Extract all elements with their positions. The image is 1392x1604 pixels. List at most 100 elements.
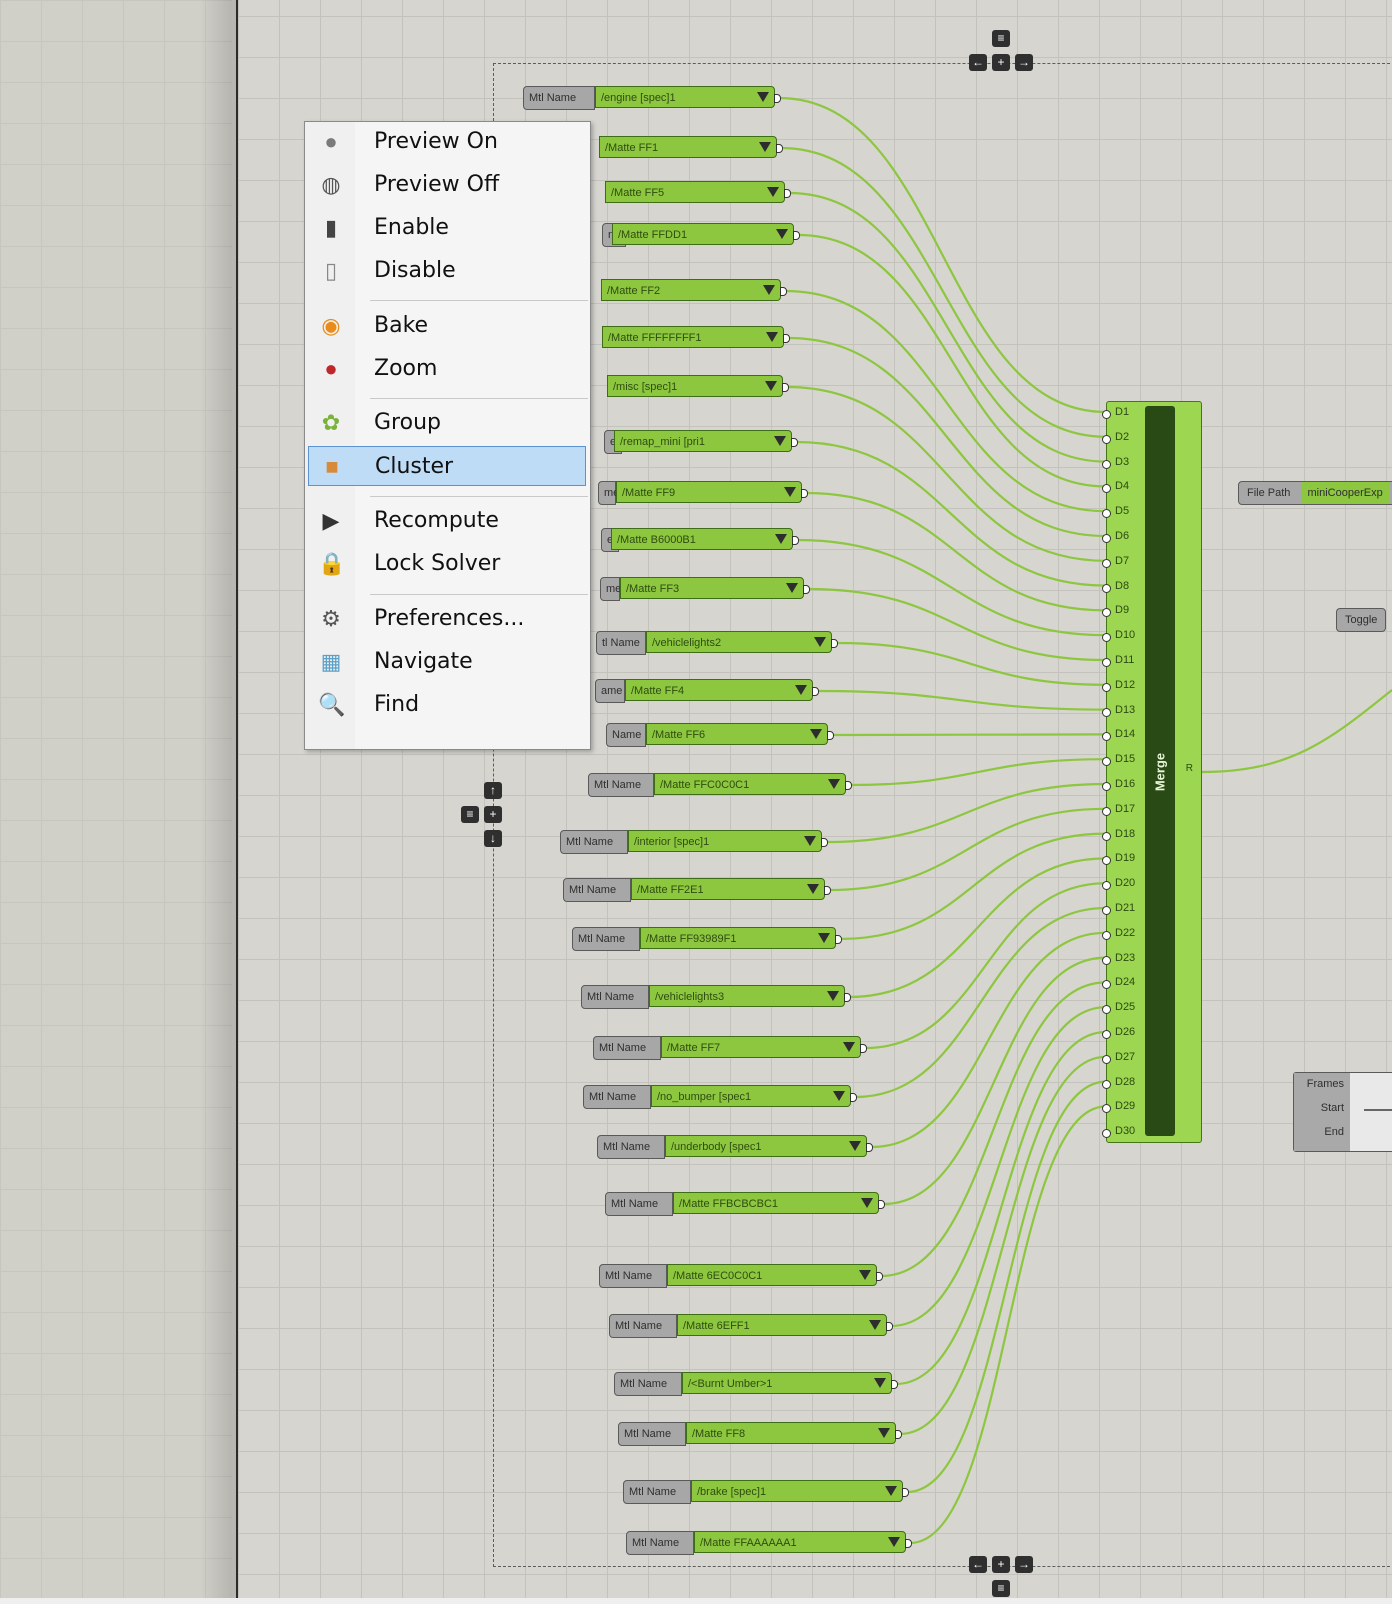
port-dot[interactable] <box>1102 906 1111 915</box>
dropdown-triangle-icon[interactable] <box>861 1198 873 1208</box>
merge-input-d4[interactable]: D4 <box>1115 480 1130 493</box>
port-dot[interactable] <box>1102 1030 1111 1039</box>
output-grip[interactable] <box>793 231 800 240</box>
arrow-right-icon-bottom[interactable]: → <box>1015 1556 1033 1573</box>
menu-item-disable[interactable]: ▯Disable <box>308 251 586 291</box>
node-value[interactable]: /Matte FF8 <box>686 1422 896 1444</box>
dropdown-triangle-icon[interactable] <box>878 1428 890 1438</box>
dropdown-triangle-icon[interactable] <box>888 1537 900 1547</box>
node-value[interactable]: /<Burnt Umber>1 <box>682 1372 892 1394</box>
output-grip[interactable] <box>835 935 842 944</box>
dropdown-triangle-icon[interactable] <box>767 187 779 197</box>
port-dot[interactable] <box>1102 658 1111 667</box>
merge-input-d23[interactable]: D23 <box>1115 951 1136 964</box>
menu-item-navigate[interactable]: ▦Navigate <box>308 642 586 682</box>
output-grip[interactable] <box>782 383 789 392</box>
port-dot[interactable] <box>1102 831 1111 841</box>
dropdown-triangle-icon[interactable] <box>849 1141 861 1151</box>
output-grip[interactable] <box>812 687 819 696</box>
node-value[interactable]: /vehiclelights2 <box>646 631 832 653</box>
group-menu-icon-left[interactable]: ≡ <box>461 806 479 823</box>
merge-output-port[interactable]: R <box>1185 763 1193 774</box>
frames-port-frames[interactable]: Frames <box>1306 1078 1344 1090</box>
node-value[interactable]: /Matte 6EFF1 <box>677 1314 887 1336</box>
port-dot[interactable] <box>1102 930 1111 940</box>
dropdown-triangle-icon[interactable] <box>885 1486 897 1496</box>
dropdown-triangle-icon[interactable] <box>874 1378 886 1388</box>
output-grip[interactable] <box>876 1272 883 1281</box>
port-dot[interactable] <box>1102 732 1111 742</box>
frames-port-end[interactable]: End <box>1324 1126 1344 1138</box>
port-dot[interactable] <box>1102 1129 1111 1139</box>
dropdown-triangle-icon[interactable] <box>774 436 786 446</box>
plus-icon[interactable]: + <box>992 54 1010 71</box>
dropdown-triangle-icon[interactable] <box>827 991 839 1001</box>
node-value[interactable]: /Matte FF5 <box>605 181 785 203</box>
dropdown-triangle-icon[interactable] <box>828 779 840 789</box>
node-value[interactable]: /remap_mini [pri1 <box>614 430 792 452</box>
merge-input-d15[interactable]: D15 <box>1115 753 1136 766</box>
dropdown-triangle-icon[interactable] <box>795 685 807 695</box>
port-dot[interactable] <box>1102 806 1111 816</box>
node-value[interactable]: /Matte B6000B1 <box>611 528 793 550</box>
menu-item-bake[interactable]: ◉Bake <box>308 306 586 346</box>
output-grip[interactable] <box>792 536 799 545</box>
merge-input-d17[interactable]: D17 <box>1115 802 1136 815</box>
merge-input-d6[interactable]: D6 <box>1115 530 1130 542</box>
merge-input-d25[interactable]: D25 <box>1115 1001 1136 1014</box>
output-grip[interactable] <box>895 1430 902 1439</box>
group-menu-icon-bottom[interactable]: ≡ <box>992 1580 1010 1597</box>
output-grip[interactable] <box>866 1143 873 1152</box>
merge-input-d27[interactable]: D27 <box>1115 1050 1136 1063</box>
port-dot[interactable] <box>1102 955 1111 965</box>
output-grip[interactable] <box>891 1380 898 1389</box>
merge-input-d2[interactable]: D2 <box>1115 430 1130 443</box>
node-value[interactable]: /Matte FF2E1 <box>631 878 825 900</box>
dropdown-triangle-icon[interactable] <box>804 836 816 846</box>
merge-input-d19[interactable]: D19 <box>1115 852 1136 865</box>
output-grip[interactable] <box>803 585 810 594</box>
dropdown-triangle-icon[interactable] <box>784 487 796 497</box>
merge-input-d8[interactable]: D8 <box>1115 579 1130 592</box>
menu-item-enable[interactable]: ▮Enable <box>308 208 586 248</box>
node-value[interactable]: /Matte FF3 <box>620 577 804 599</box>
output-grip[interactable] <box>905 1539 912 1548</box>
port-dot[interactable] <box>1102 608 1111 618</box>
node-value[interactable]: /Matte FF93989F1 <box>640 927 836 949</box>
output-grip[interactable] <box>780 287 787 296</box>
port-dot[interactable] <box>1102 484 1111 494</box>
menu-item-zoom[interactable]: ●Zoom <box>308 349 586 389</box>
dropdown-triangle-icon[interactable] <box>776 229 788 239</box>
output-grip[interactable] <box>824 886 831 895</box>
output-grip[interactable] <box>902 1488 909 1497</box>
merge-input-d16[interactable]: D16 <box>1115 778 1136 790</box>
merge-input-d18[interactable]: D18 <box>1115 827 1136 840</box>
node-value[interactable]: /Matte FF6 <box>646 723 828 745</box>
port-dot[interactable] <box>1102 782 1111 791</box>
dropdown-triangle-icon[interactable] <box>859 1270 871 1280</box>
arrow-up-icon[interactable]: ↑ <box>484 782 502 799</box>
merge-input-d9[interactable]: D9 <box>1115 604 1130 617</box>
output-grip[interactable] <box>831 639 838 648</box>
merge-input-d28[interactable]: D28 <box>1115 1075 1136 1088</box>
port-dot[interactable] <box>1102 534 1111 543</box>
output-grip[interactable] <box>827 731 834 740</box>
port-dot[interactable] <box>1102 1104 1111 1114</box>
dropdown-triangle-icon[interactable] <box>775 534 787 544</box>
port-dot[interactable] <box>1102 633 1111 643</box>
port-dot[interactable] <box>1102 583 1111 593</box>
output-grip[interactable] <box>850 1093 857 1102</box>
dropdown-triangle-icon[interactable] <box>763 285 775 295</box>
node-value[interactable]: /Matte FFBCBCBC1 <box>673 1192 879 1214</box>
node-value[interactable]: /engine [spec]1 <box>595 86 775 108</box>
arrow-left-icon[interactable]: ← <box>969 54 987 71</box>
merge-input-d26[interactable]: D26 <box>1115 1026 1136 1038</box>
menu-item-preview-off[interactable]: ◍Preview Off <box>308 165 586 205</box>
node-value[interactable]: /Matte 6EC0C0C1 <box>667 1264 877 1286</box>
node-value[interactable]: /Matte FFDD1 <box>612 223 794 245</box>
merge-input-d12[interactable]: D12 <box>1115 678 1136 691</box>
menu-item-lock-solver[interactable]: 🔒Lock Solver <box>308 544 586 584</box>
node-value[interactable]: /Matte FF2 <box>601 279 781 301</box>
arrow-right-icon[interactable]: → <box>1015 54 1033 71</box>
dropdown-triangle-icon[interactable] <box>765 381 777 391</box>
